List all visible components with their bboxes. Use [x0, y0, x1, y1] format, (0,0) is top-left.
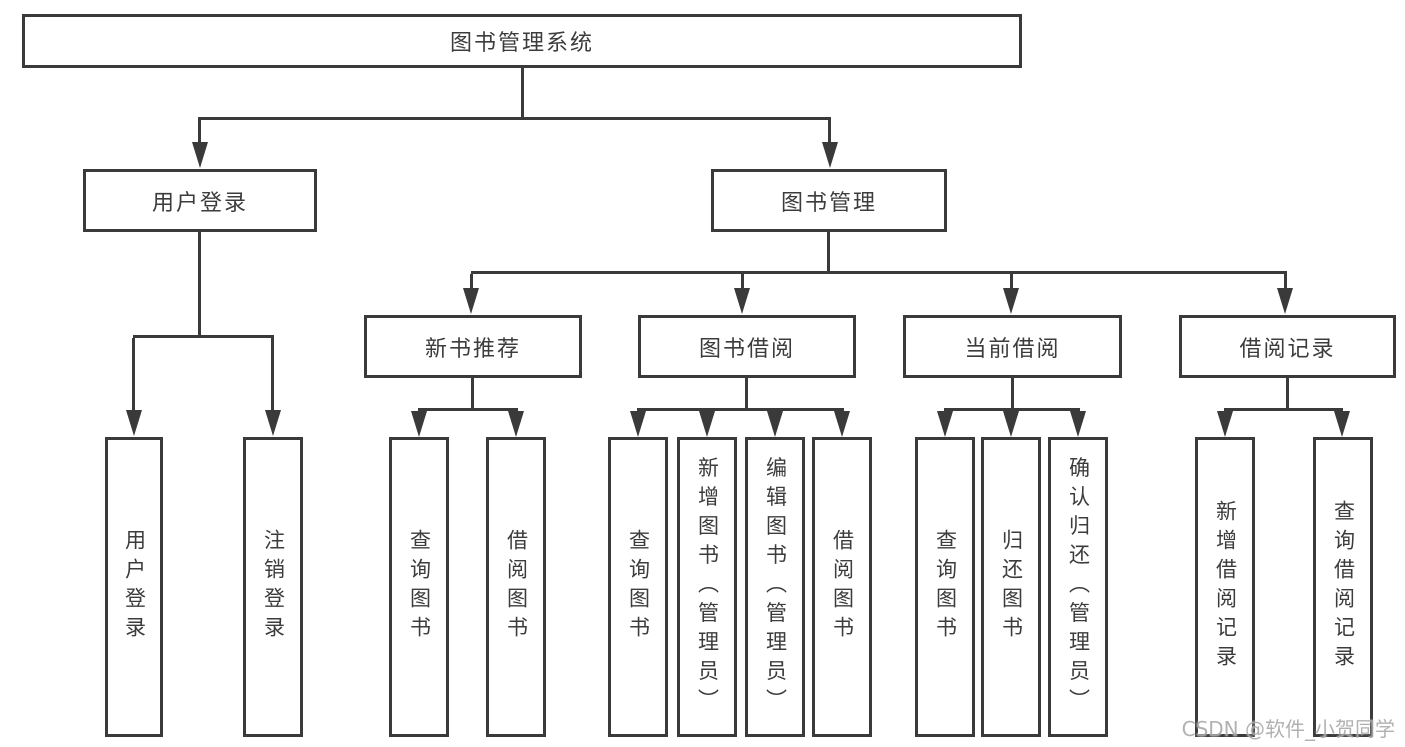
- arrow-down-icon: [1217, 411, 1233, 437]
- connector-bar: [471, 271, 1287, 274]
- leaf-label: 归还图书: [999, 529, 1024, 645]
- leaf-label: 查询借阅记录: [1331, 500, 1356, 674]
- leaf-borrow-edit-books-admin: 编辑图书（管理员）: [745, 437, 805, 737]
- leaf-label: 新增图书（管理员）: [695, 456, 720, 718]
- connector-bar: [198, 117, 831, 120]
- connector-stem: [1284, 274, 1287, 288]
- connector-bar: [418, 408, 518, 411]
- node-label: 图书借阅: [698, 336, 795, 362]
- connector-bar: [944, 408, 1080, 411]
- connector-stem: [827, 232, 830, 273]
- arrow-down-icon: [767, 411, 783, 437]
- arrow-down-icon: [834, 411, 850, 437]
- node-book-management: 图书管理: [711, 169, 947, 232]
- arrow-down-icon: [1003, 411, 1019, 437]
- connector-stem: [741, 274, 744, 288]
- node-label: 图书管理系统: [449, 31, 594, 56]
- arrow-down-icon: [822, 142, 838, 168]
- leaf-records-query-record: 查询借阅记录: [1313, 437, 1373, 737]
- arrow-down-icon: [937, 411, 953, 437]
- arrow-down-icon: [1334, 411, 1350, 437]
- leaf-records-add-record: 新增借阅记录: [1195, 437, 1255, 737]
- connector-bar: [637, 408, 844, 411]
- arrow-down-icon: [265, 410, 281, 436]
- leaf-label: 编辑图书（管理员）: [763, 456, 788, 718]
- node-label: 借阅记录: [1239, 336, 1336, 362]
- connector-stem: [132, 338, 135, 412]
- watermark: CSDN @软件_小贺同学: [1181, 717, 1395, 741]
- node-new-book-recommend: 新书推荐: [364, 315, 582, 378]
- leaf-label: 用户登录: [122, 529, 147, 645]
- node-label: 图书管理: [780, 190, 877, 216]
- leaf-label: 借阅图书: [504, 529, 529, 645]
- node-current-borrow: 当前借阅: [903, 315, 1122, 378]
- node-book-borrow: 图书借阅: [638, 315, 856, 378]
- connector-stem: [198, 232, 201, 337]
- leaf-newbook-query-books: 查询图书: [389, 437, 449, 737]
- leaf-user-login: 用户登录: [105, 437, 163, 737]
- arrow-down-icon: [463, 288, 479, 314]
- arrow-down-icon: [630, 411, 646, 437]
- connector-stem: [470, 274, 473, 288]
- connector-stem: [471, 377, 474, 410]
- leaf-label: 查询图书: [626, 529, 651, 645]
- connector-bar: [1224, 408, 1343, 411]
- connector-stem: [271, 338, 274, 412]
- arrow-down-icon: [508, 411, 524, 437]
- node-borrow-records: 借阅记录: [1179, 315, 1396, 378]
- leaf-current-confirm-return-admin: 确认归还（管理员）: [1048, 437, 1108, 737]
- connector-stem: [521, 68, 524, 117]
- node-user-login: 用户登录: [83, 169, 317, 232]
- arrow-down-icon: [1277, 288, 1293, 314]
- node-label: 用户登录: [151, 190, 248, 216]
- leaf-label: 查询图书: [933, 529, 958, 645]
- leaf-borrow-add-books-admin: 新增图书（管理员）: [677, 437, 737, 737]
- leaf-label: 注销登录: [261, 529, 286, 645]
- arrow-down-icon: [734, 288, 750, 314]
- connector-stem: [1010, 274, 1013, 288]
- node-label: 当前借阅: [964, 336, 1061, 362]
- connector-stem: [1286, 377, 1289, 410]
- arrow-down-icon: [699, 411, 715, 437]
- leaf-borrow-borrow-books: 借阅图书: [812, 437, 872, 737]
- leaf-newbook-borrow-books: 借阅图书: [486, 437, 546, 737]
- arrow-down-icon: [1003, 288, 1019, 314]
- connector-stem: [1011, 377, 1014, 410]
- leaf-borrow-query-books: 查询图书: [608, 437, 668, 737]
- arrow-down-icon: [192, 142, 208, 168]
- leaf-current-query-books: 查询图书: [915, 437, 975, 737]
- arrow-down-icon: [126, 410, 142, 436]
- node-library-management-system: 图书管理系统: [22, 14, 1022, 68]
- leaf-label: 确认归还（管理员）: [1066, 456, 1091, 718]
- arrow-down-icon: [1070, 411, 1086, 437]
- leaf-label: 新增借阅记录: [1213, 500, 1238, 674]
- leaf-label: 查询图书: [407, 529, 432, 645]
- node-label: 新书推荐: [424, 336, 521, 362]
- connector-bar: [133, 335, 274, 338]
- connector-stem: [198, 117, 201, 145]
- leaf-label: 借阅图书: [830, 529, 855, 645]
- connector-stem: [828, 117, 831, 145]
- leaf-current-return-books: 归还图书: [981, 437, 1041, 737]
- leaf-user-logout: 注销登录: [243, 437, 303, 737]
- arrow-down-icon: [411, 411, 427, 437]
- connector-stem: [745, 377, 748, 410]
